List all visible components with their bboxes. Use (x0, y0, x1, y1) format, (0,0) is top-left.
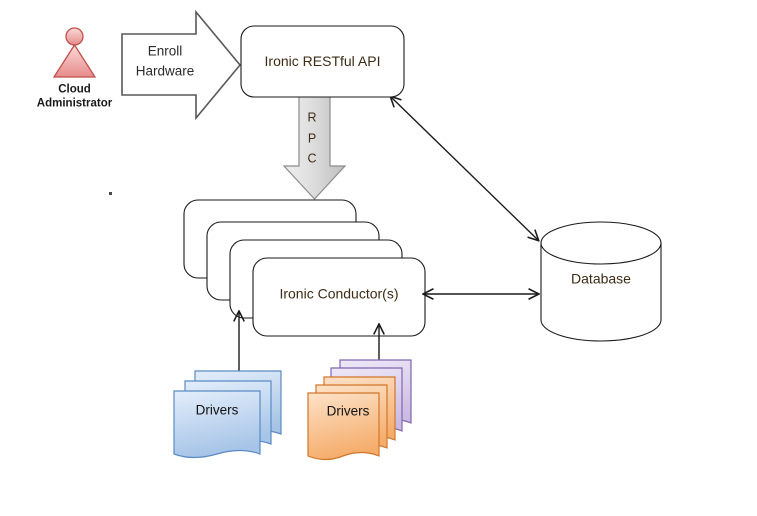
orange-document-front-1 (307, 392, 380, 461)
blue-document-front-1 (173, 390, 261, 459)
api-box-shape (240, 25, 405, 98)
node-ironic-conductors: Ironic Conductor(s) (183, 199, 426, 337)
enroll-arrow-label-line2: Hardware (136, 64, 195, 79)
enroll-arrow-label-line1: Enroll (148, 44, 183, 59)
node-cloud-administrator: Cloud Administrator (37, 27, 113, 110)
drivers-blue-label: Drivers (196, 403, 239, 418)
connector-enroll-hardware: Enroll Hardware (121, 9, 242, 121)
node-drivers-blue: Drivers (173, 370, 282, 459)
connector-rpc: R P C (282, 79, 347, 200)
node-database: Database (540, 221, 662, 342)
connector-api-database (391, 97, 538, 240)
api-label: Ironic RESTful API (265, 53, 381, 69)
rpc-letter-r: R (307, 110, 316, 124)
stray-dot-artifact (109, 192, 112, 195)
actor-head-icon (65, 27, 84, 46)
node-drivers-orange: Drivers (307, 359, 412, 461)
rpc-letter-p: P (308, 131, 316, 145)
database-top-icon (540, 221, 662, 265)
drivers-orange-label: Drivers (327, 404, 370, 419)
block-arrow-right-icon (121, 9, 242, 121)
actor-label-line2: Administrator (37, 98, 113, 110)
actor-label-line1: Cloud (58, 84, 91, 96)
database-body-icon (540, 242, 662, 342)
rpc-letter-c: C (307, 151, 316, 165)
actor-body-icon (52, 43, 97, 78)
database-label: Database (571, 271, 631, 287)
conductor-label: Ironic Conductor(s) (279, 286, 398, 302)
node-ironic-restful-api: Ironic RESTful API (240, 25, 405, 98)
